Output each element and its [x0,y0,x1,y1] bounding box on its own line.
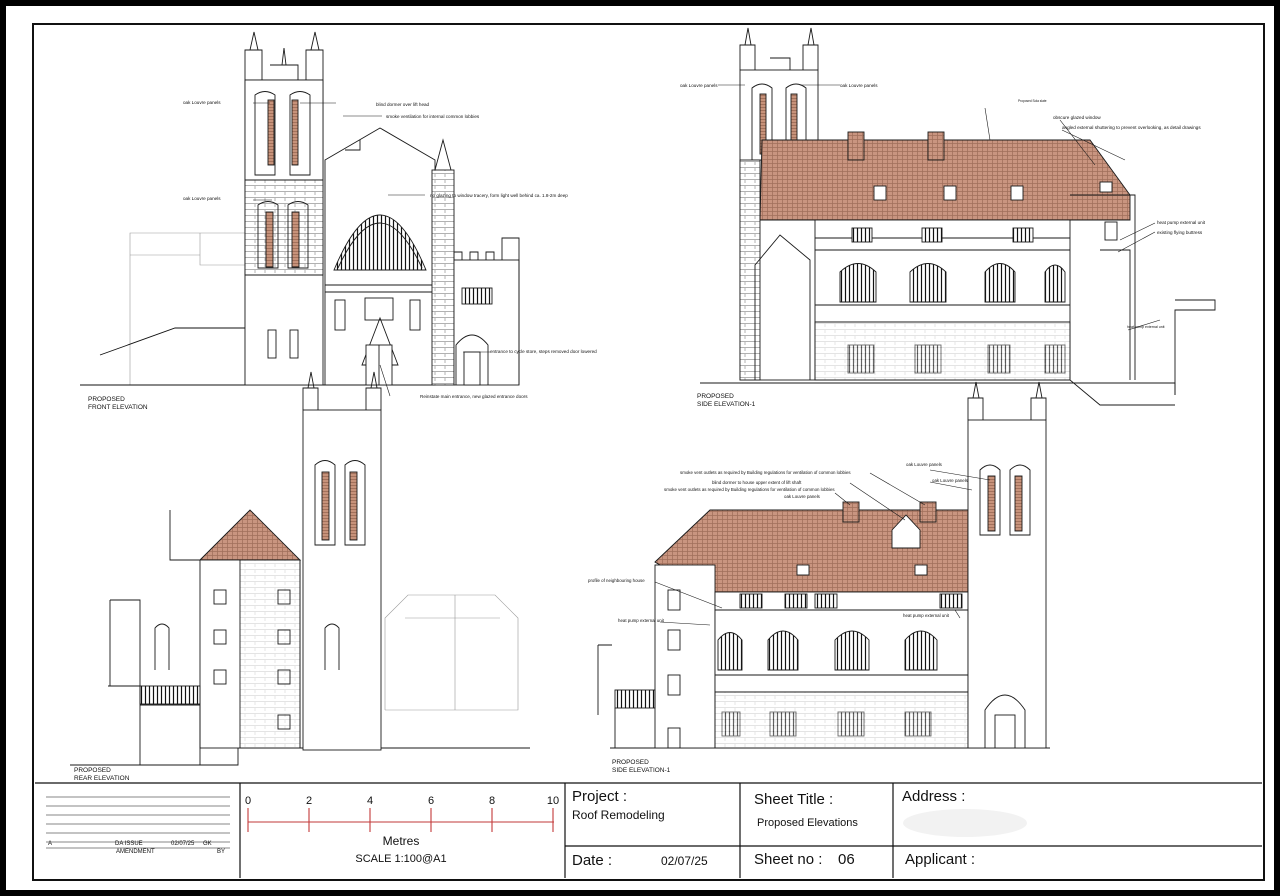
side2-annotation: smoke vent outlets as required by Buildi… [664,487,835,492]
side2-annotation: heat pump external unit [618,618,665,623]
front-elevation-title: PROPOSED [88,396,125,403]
scale-unit: Metres [383,834,420,848]
paper [6,6,1274,890]
side1-annotation: heat pump external unit [1127,325,1165,329]
side1-annotation: heat pump external unit [1157,220,1206,225]
project-value: Roof Remodeling [572,808,665,822]
front-annotation: Reinstate main entrance, new glazed entr… [420,394,528,399]
side1-annotation: angled external shuttering to prevent ov… [1062,125,1201,130]
scale-tick-label: 0 [245,795,251,807]
side1-annotation: obscure glazed window [1053,115,1101,120]
side2-elevation-title: PROPOSED [612,759,649,766]
side1-annotation: existing flying buttress [1157,230,1203,235]
rear-elevation-drawing [70,371,530,766]
side2-elevation-subtitle: SIDE ELEVATION-1 [612,767,671,774]
title-block [35,782,1262,878]
sheet-no-label: Sheet no : [754,851,822,868]
rear-elevation-title: PROPOSED [74,767,111,774]
date-value: 02/07/25 [661,854,708,868]
amendment-column-label: AMENDMENT [116,849,155,855]
amendment-date: 02/07/25 [171,841,195,847]
sheet-border [32,23,1265,881]
front-annotation: oak Louvre panels [183,196,221,201]
side-elevation-1-drawing [700,27,1216,406]
scale-tick-label: 4 [367,795,373,807]
side2-annotation: profile of neighbouring house [588,578,645,583]
address-label: Address : [902,788,965,805]
sheet-no-value: 06 [838,851,855,868]
amendment-description: DA ISSUE [115,841,143,847]
side2-annotation: oak Louvre panels [784,494,821,499]
side1-annotation: oak Louvre panels [680,83,718,88]
side2-annotation: blind dormer to house upper extent of li… [712,480,802,485]
side2-annotation: oak Louvre panels [906,462,943,467]
front-annotation: oak Louvre panels [183,100,221,105]
by-column-label: BY [217,849,225,855]
rear-elevation-subtitle: REAR ELEVATION [74,775,130,782]
front-annotation: entrance to cycle store, steps removed d… [490,349,597,354]
scale-tick-label: 2 [306,795,312,807]
amendment-rev: A [48,841,52,847]
side1-annotation: Proposed Sola slate [1018,99,1047,103]
scale-tick-label: 10 [547,795,559,807]
sheet-title-value: Proposed Elevations [757,817,858,829]
address-redaction [903,809,1027,837]
side1-elevation-title: PROPOSED [697,393,734,400]
front-elevation-drawing [80,31,520,397]
project-label: Project : [572,788,627,805]
front-annotation: no glazing to window tracery, form light… [430,193,568,198]
front-elevation-subtitle: FRONT ELEVATION [88,404,148,411]
side1-elevation-subtitle: SIDE ELEVATION-1 [697,401,756,408]
front-annotation: blind dormer over lift head [376,102,430,107]
side-elevation-1-lower-drawing [597,381,1050,749]
side2-annotation: oak Louvre panels [932,478,969,483]
amendment-initials: GK [203,841,212,847]
sheet-title-label: Sheet Title : [754,791,833,808]
applicant-label: Applicant : [905,851,975,868]
side2-annotation: smoke vent outlets as required by Buildi… [680,470,851,475]
side1-annotations: oak Louvre panels oak Louvre panels Prop… [680,83,1206,329]
side2-annotations: smoke vent outlets as required by Buildi… [588,462,969,623]
scale-tick-label: 8 [489,795,495,807]
scale-tick-label: 6 [428,795,434,807]
side2-annotation: heat pump external unit [903,613,950,618]
date-label: Date : [572,852,612,869]
scale-text: SCALE 1:100@A1 [355,853,446,865]
front-annotations: oak Louvre panels blind dormer over lift… [183,100,597,399]
front-annotation: smoke ventilation for internal common lo… [386,114,480,119]
side1-annotation: oak Louvre panels [840,83,878,88]
